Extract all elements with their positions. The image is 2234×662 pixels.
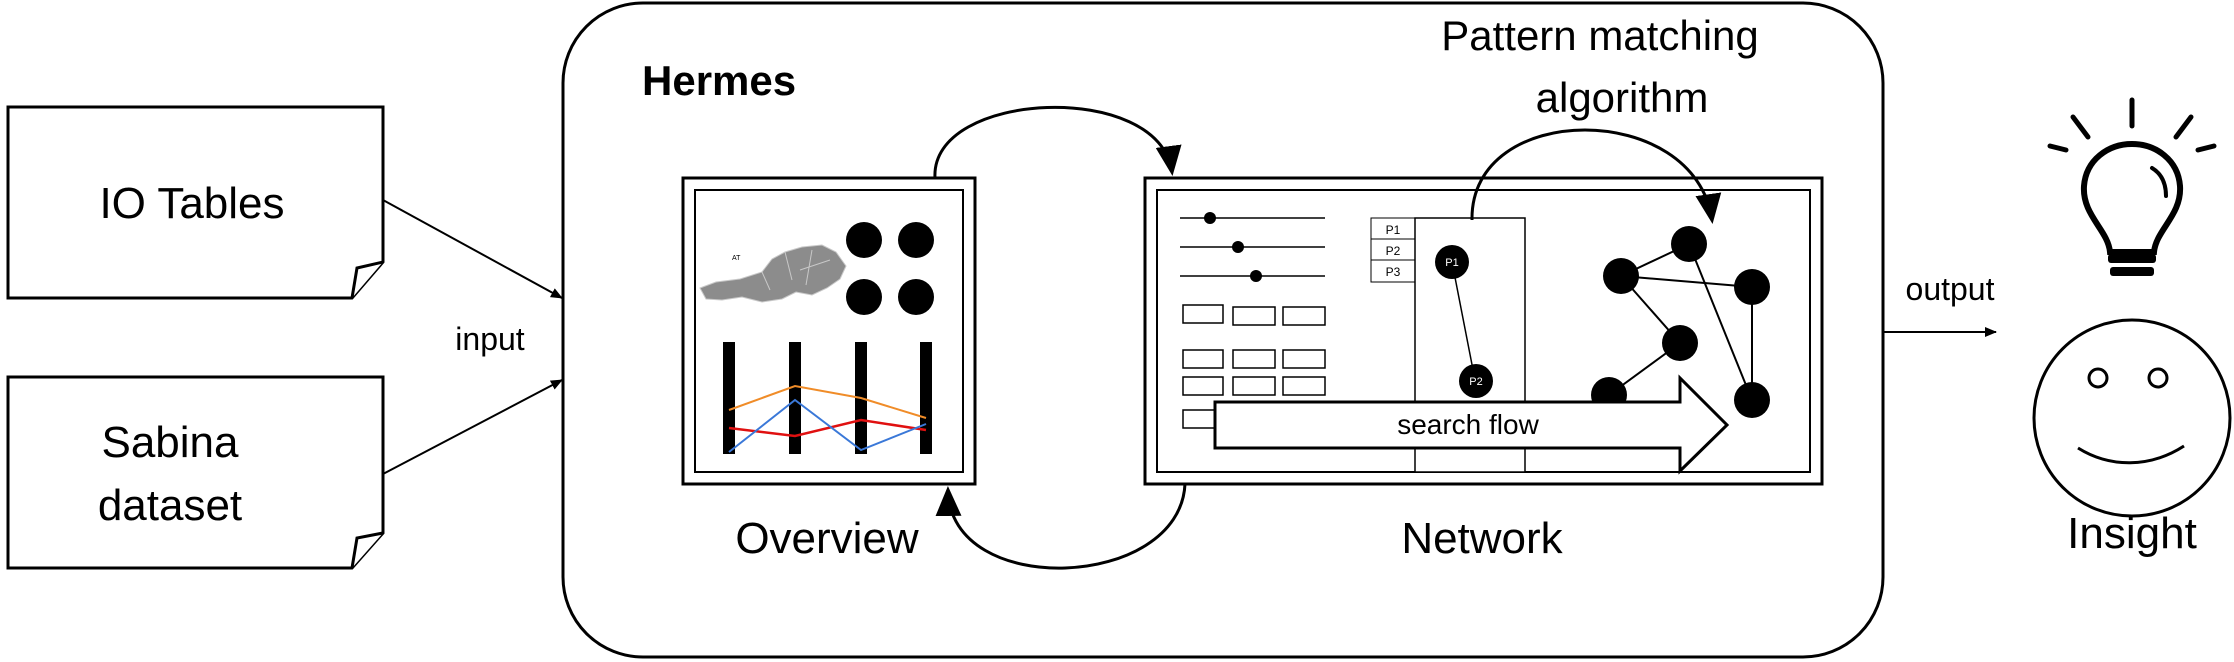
hermes-title: Hermes — [642, 57, 796, 104]
input-arrow-sabina — [382, 379, 563, 475]
overview-panel: AT — [681, 176, 977, 486]
overview-dot — [898, 222, 934, 258]
parallel-line-red — [728, 418, 927, 438]
parallel-axis — [920, 342, 932, 454]
pattern-list-item: P2 — [1386, 244, 1401, 258]
search-flow-label: search flow — [1397, 409, 1539, 440]
network-panel: P1 P2 P3 P1 P2 search flow — [1143, 176, 1824, 486]
overview-dot — [846, 222, 882, 258]
pattern-matching-arrow — [1470, 128, 1722, 224]
network-graph — [1591, 226, 1770, 418]
filter-box — [1182, 304, 1224, 324]
filter-box — [1182, 349, 1224, 369]
slider-handle — [1204, 212, 1216, 224]
io-tables-document: IO Tables — [6, 105, 385, 300]
sabina-dataset-document: Sabina dataset — [6, 375, 385, 570]
input-arrow-io — [382, 199, 563, 299]
filter-box — [1232, 306, 1276, 326]
pattern-matching-label-line2: algorithm — [1536, 74, 1709, 121]
filter-box — [1232, 376, 1276, 396]
network-to-overview-arrow — [935, 483, 1187, 570]
parallel-axis — [789, 342, 801, 454]
output-label: output — [1906, 271, 1995, 307]
pattern-node — [1459, 364, 1493, 398]
parallel-axis — [723, 342, 735, 454]
input-label: input — [455, 321, 525, 357]
overview-to-network-arrow — [933, 105, 1182, 179]
search-flow-arrow — [1213, 374, 1730, 475]
austria-map — [699, 244, 847, 303]
filter-box — [1282, 349, 1326, 369]
pattern-list: P1 P2 P3 — [1370, 217, 1416, 283]
overview-dot — [846, 279, 882, 315]
parallel-line-orange — [728, 384, 927, 419]
slider-handle — [1250, 270, 1262, 282]
pattern-list-item: P1 — [1386, 223, 1401, 237]
io-tables-label: IO Tables — [99, 179, 284, 228]
filter-box — [1282, 376, 1326, 396]
network-node — [1734, 269, 1770, 305]
overview-label: Overview — [735, 514, 919, 563]
lightbulb-icon — [2047, 97, 2217, 276]
filter-box — [1282, 306, 1326, 326]
pattern-matching-label-line1: Pattern matching — [1441, 12, 1759, 59]
pattern-node — [1435, 245, 1469, 279]
pattern-node-label: P1 — [1445, 257, 1458, 269]
smiley-face-icon — [2032, 318, 2232, 518]
pattern-list-item: P3 — [1386, 265, 1401, 279]
insight-label: Insight — [2067, 509, 2197, 558]
filter-box — [1232, 349, 1276, 369]
slider-handle — [1232, 241, 1244, 253]
network-label: Network — [1401, 514, 1563, 563]
parallel-line-blue — [728, 398, 927, 453]
filter-box — [1182, 376, 1224, 396]
sabina-label-line1: Sabina — [101, 418, 239, 467]
sabina-label-line2: dataset — [98, 481, 242, 530]
map-label: AT — [732, 255, 741, 262]
pattern-node-label: P2 — [1469, 376, 1482, 388]
network-node — [1671, 226, 1707, 262]
overview-dot — [898, 279, 934, 315]
network-node — [1734, 382, 1770, 418]
network-node — [1603, 258, 1639, 294]
network-node — [1662, 325, 1698, 361]
